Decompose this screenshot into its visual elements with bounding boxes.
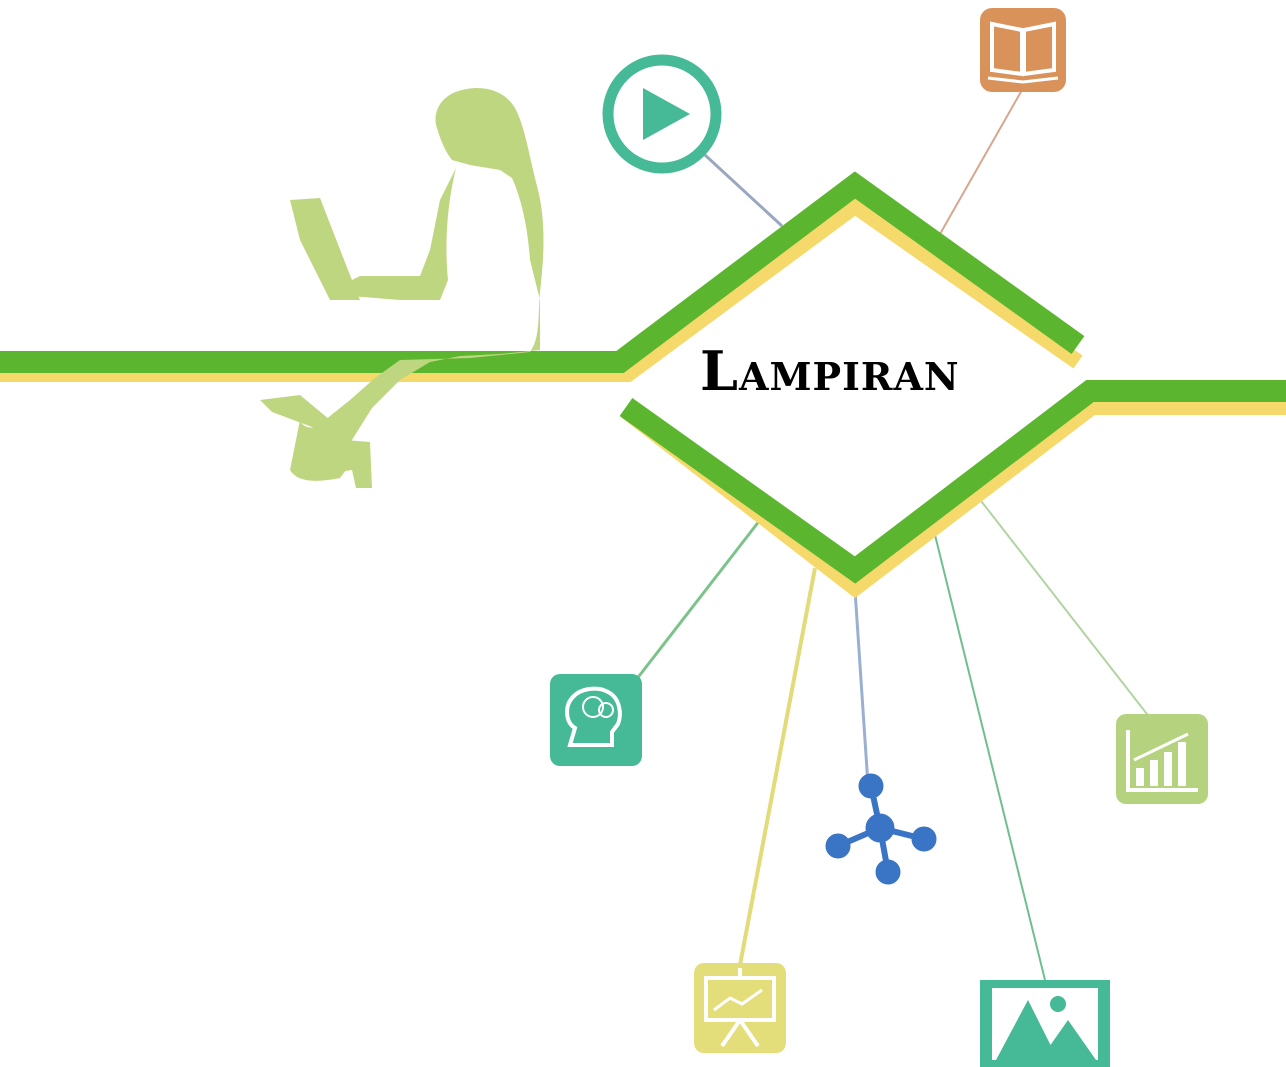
reading-woman-silhouette bbox=[260, 88, 544, 488]
book-icon bbox=[980, 8, 1066, 92]
molecule-icon bbox=[825, 773, 937, 885]
brain-head-icon bbox=[550, 674, 642, 766]
connector-lines bbox=[634, 89, 1151, 981]
presentation-icon bbox=[694, 963, 786, 1053]
bar-chart-icon bbox=[1116, 714, 1208, 804]
image-icon bbox=[980, 980, 1110, 1067]
band-green bbox=[0, 171, 1286, 584]
page-title: Lampiran bbox=[700, 339, 960, 403]
play-icon bbox=[602, 54, 722, 174]
